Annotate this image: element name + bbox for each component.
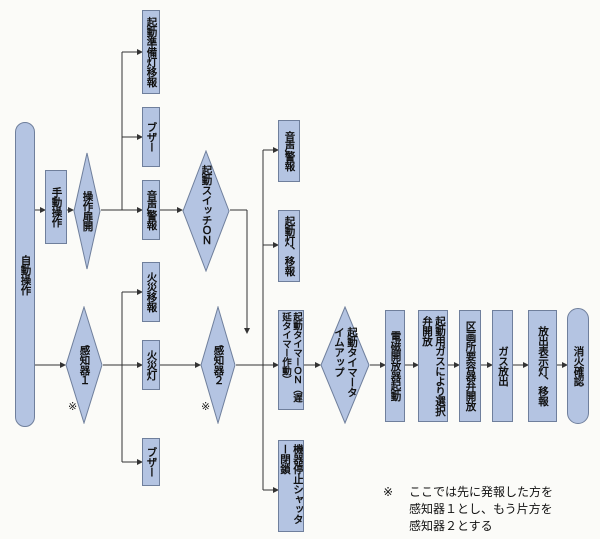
- sensor-1-note-mark: ※: [68, 400, 78, 413]
- start-switch-label: 起動スイッチＯＮ: [200, 165, 213, 245]
- start-prep-lamp-label: 起動準備灯移報: [145, 17, 158, 87]
- footnote-line-2: 感知器１とし、もう片方を: [409, 502, 553, 516]
- start-timer-on-node: 起動タイマーＯＮ（遅延タイマー作動）: [278, 310, 304, 410]
- sensor-2-label: 感知器２: [212, 345, 225, 385]
- footnote-line-1: ここでは先に発報した方を: [409, 485, 554, 499]
- extinguish-confirm-label: 消火確認: [572, 346, 585, 386]
- equipment-stop-node: 機器停止シャッター閉鎖: [278, 440, 304, 532]
- start-lamp-node: 起動灯、移報: [278, 210, 300, 282]
- selector-valve-node: 起動用ガスにより選択弁開放: [418, 310, 448, 422]
- buzzer-bottom-node: ブザー: [142, 438, 160, 486]
- sensor-1-decision: 感知器１: [65, 306, 103, 424]
- voice-alarm-label: 音声警報: [145, 190, 158, 230]
- timer-up-decision: 起動タイマータイムアップ: [320, 306, 370, 424]
- solenoid-release-node: 電磁開放器起動: [385, 310, 405, 422]
- release-indicator-label: 放出表示灯、移報: [537, 326, 549, 406]
- release-indicator-node: 放出表示灯、移報: [528, 310, 557, 422]
- voice-alarm-node: 音声警報: [142, 180, 160, 240]
- voice-alarm-2-node: 音声警報: [278, 120, 300, 182]
- start-prep-lamp-node: 起動準備灯移報: [142, 10, 160, 94]
- auto-operation-label: 自動操作: [19, 254, 32, 295]
- voice-alarm-2-label: 音声警報: [283, 131, 296, 171]
- start-lamp-label: 起動灯、移報: [283, 216, 296, 276]
- manual-operation-label: 手動操作: [50, 187, 63, 227]
- gas-release-node: ガス放出: [492, 310, 513, 422]
- container-valve-node: 区画所要容器弁開放: [459, 310, 481, 422]
- manual-operation-node: 手動操作: [45, 170, 67, 244]
- footnote-line-3: 感知器２とする: [409, 519, 493, 533]
- gas-release-label: ガス放出: [497, 346, 509, 386]
- footnote-mark: ※: [383, 485, 394, 499]
- fire-transfer-label: 火災移報: [145, 272, 158, 312]
- sensor-2-note-mark: ※: [201, 400, 211, 413]
- buzzer-top-node: ブザー: [142, 107, 160, 167]
- solenoid-release-label: 電磁開放器起動: [389, 331, 402, 401]
- sensor-1-label: 感知器１: [78, 345, 91, 385]
- buzzer-top-label: ブザー: [145, 122, 158, 152]
- fire-lamp-node: 火災灯: [142, 340, 160, 390]
- fire-transfer-node: 火災移報: [142, 262, 160, 322]
- fire-lamp-label: 火災灯: [145, 350, 158, 380]
- operation-door-open-label: 操作扉開: [81, 191, 94, 231]
- auto-operation-node: 自動操作: [15, 122, 35, 427]
- selector-valve-label: 起動用ガスにより選択弁開放: [421, 316, 446, 416]
- timer-up-label: 起動タイマータイムアップ: [333, 327, 358, 397]
- sensor-2-decision: 感知器２: [200, 306, 236, 424]
- start-switch-decision: 起動スイッチＯＮ: [182, 150, 230, 272]
- buzzer-bottom-label: ブザー: [145, 447, 158, 477]
- start-timer-on-label: 起動タイマーＯＮ（遅延タイマー作動）: [280, 312, 302, 402]
- container-valve-label: 区画所要容器弁開放: [464, 321, 477, 411]
- extinguish-confirm-node: 消火確認: [567, 308, 589, 424]
- operation-door-open-decision: 操作扉開: [73, 152, 101, 270]
- equipment-stop-label: 機器停止シャッター閉鎖: [279, 444, 304, 524]
